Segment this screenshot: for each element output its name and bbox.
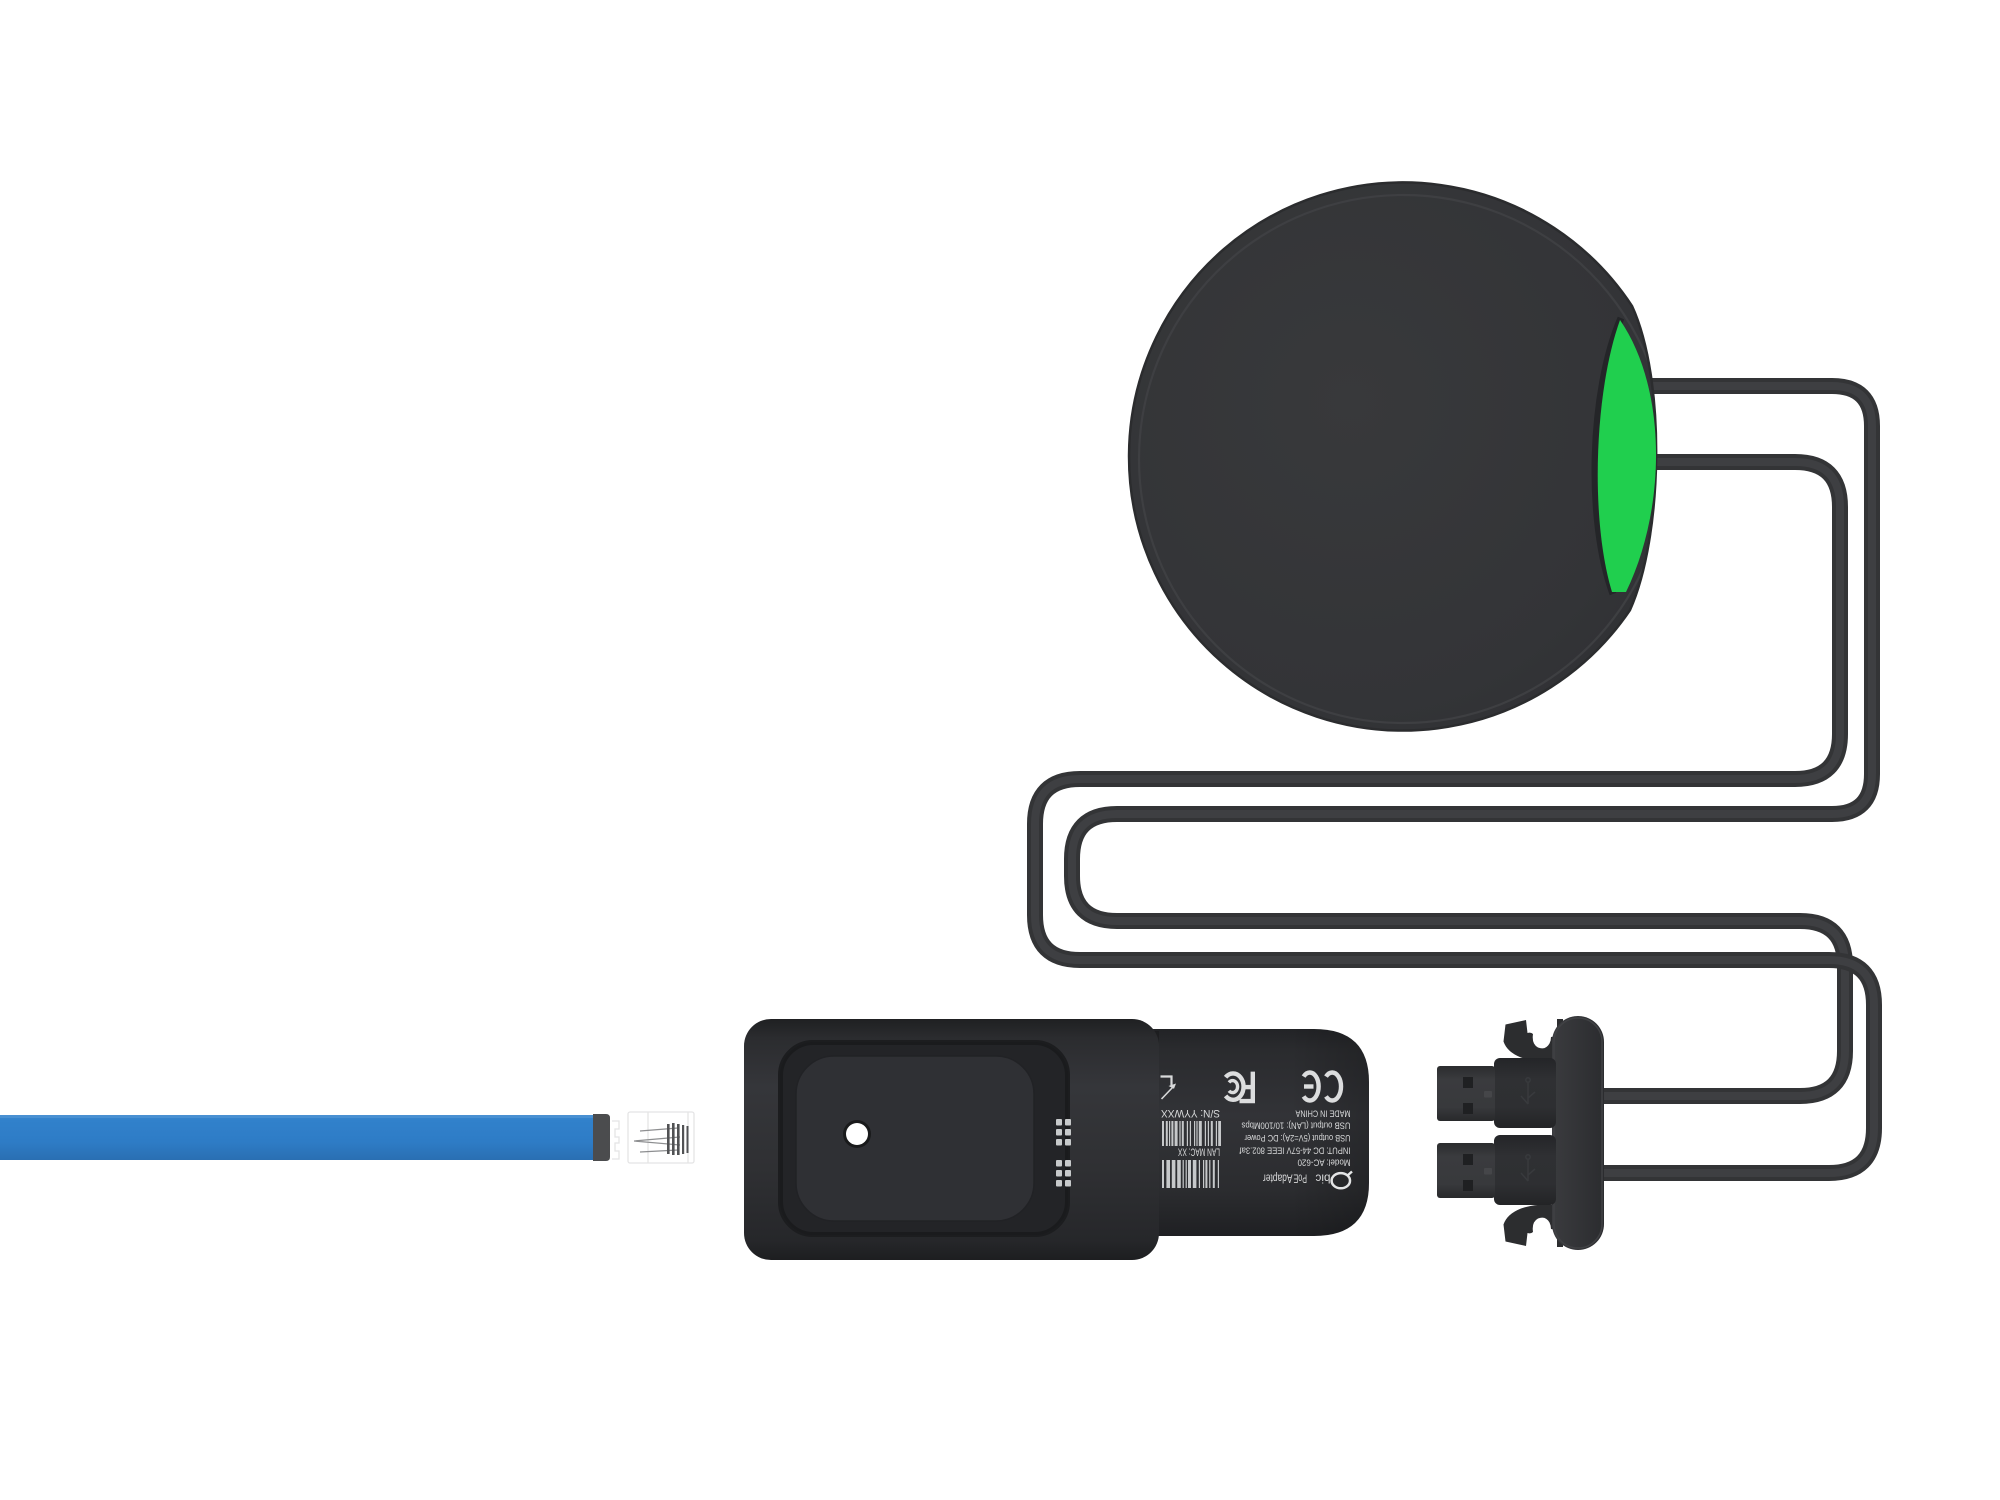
svg-text:LAN MAC: XX: LAN MAC: XX [1178,1146,1220,1158]
svg-text:INPUT: DC 44-57V IEEE 802.3af: INPUT: DC 44-57V IEEE 802.3af [1239,1146,1350,1156]
svg-text:USB output (LAN): 10/100Mbps: USB output (LAN): 10/100Mbps [1241,1121,1350,1131]
svg-text:PoE: PoE [1293,1172,1307,1184]
svg-text:USB output (5V=2A): DC Power: USB output (5V=2A): DC Power [1245,1133,1351,1143]
svg-text:bic: bic [1315,1172,1330,1184]
svg-text:Model: AC-620: Model: AC-620 [1298,1158,1351,1168]
svg-text:Adapter: Adapter [1263,1172,1293,1184]
svg-text:S/N: YYWXX: S/N: YYWXX [1160,1107,1220,1119]
svg-text:MADE IN CHINA: MADE IN CHINA [1296,1109,1351,1119]
